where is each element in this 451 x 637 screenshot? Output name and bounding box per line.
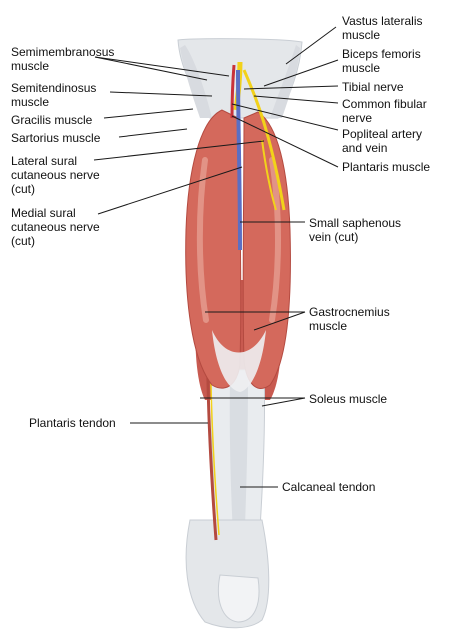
label-line: Calcaneal tendon: [282, 480, 376, 494]
label-line: (cut): [11, 182, 35, 196]
leader-biceps-femoris: [263, 59, 339, 87]
label-line: Medial sural: [11, 206, 76, 220]
label-vastus-lateralis: Vastus lateralis muscle: [342, 14, 422, 42]
label-line: muscle: [342, 28, 381, 42]
label-line: nerve: [342, 111, 373, 125]
label-biceps-femoris: Biceps femoris muscle: [342, 47, 421, 75]
leader-semitendinosus: [109, 91, 213, 97]
label-popliteal: Popliteal artery and vein: [342, 127, 422, 155]
label-tibial-nerve: Tibial nerve: [342, 80, 404, 94]
label-line: Common fibular: [342, 97, 427, 111]
label-plantaris-muscle: Plantaris muscle: [342, 160, 430, 174]
gastrocnemius-medial-head: [185, 109, 242, 389]
label-line: muscle: [11, 95, 50, 109]
biceps-femoris-shape: [270, 45, 300, 118]
label-line: muscle: [11, 59, 50, 73]
gastrocnemius-lateral-head: [242, 111, 291, 389]
leader-vastus-lateralis: [285, 26, 337, 65]
calcaneal-tendon-shade: [229, 380, 248, 555]
label-line: cutaneous nerve: [11, 168, 100, 182]
leader-semimembranosus-b: [94, 56, 230, 77]
label-line: Tibial nerve: [342, 80, 404, 94]
label-line: muscle: [342, 61, 381, 75]
lateral-sural-nerve-shape: [261, 139, 277, 211]
label-line: (cut): [11, 234, 35, 248]
leader-lateral-sural: [93, 140, 265, 161]
label-semitendinosus: Semitendinosus muscle: [11, 81, 96, 109]
gastrocnemius-highlight-right: [269, 157, 281, 323]
label-line: vein (cut): [309, 230, 359, 244]
leader-soleus-b: [261, 397, 306, 407]
label-lateral-sural: Lateral sural cutaneous nerve (cut): [11, 154, 100, 196]
label-line: Gracilis muscle: [11, 113, 93, 127]
popliteal-artery-shape: [230, 64, 236, 119]
leader-sartorius: [118, 128, 188, 138]
label-line: Sartorius muscle: [11, 131, 101, 145]
label-line: Soleus muscle: [309, 392, 388, 406]
label-line: Vastus lateralis: [342, 14, 423, 28]
label-line: Plantaris muscle: [342, 160, 431, 174]
label-common-fibular: Common fibular nerve: [342, 97, 427, 125]
label-calcaneal: Calcaneal tendon: [282, 480, 375, 494]
label-line: Semitendinosus: [11, 81, 97, 95]
common-fibular-nerve-shape: [242, 69, 286, 211]
small-saphenous-vein-shape: [236, 69, 242, 251]
label-line: Plantaris tendon: [29, 416, 116, 430]
label-line: Gastrocnemius: [309, 305, 390, 319]
label-gastrocnemius: Gastrocnemius muscle: [309, 305, 390, 333]
label-line: Popliteal artery: [342, 127, 423, 141]
label-line: cutaneous nerve: [11, 220, 100, 234]
label-line: muscle: [309, 319, 348, 333]
gastrocnemius-highlight-left: [196, 157, 209, 323]
leader-lines: [93, 26, 339, 488]
label-line: Biceps femoris: [342, 47, 421, 61]
label-line: Small saphenous: [309, 216, 402, 230]
label-gracilis: Gracilis muscle: [11, 113, 92, 127]
leader-gastrocnemius-b: [253, 311, 306, 331]
leader-medial-sural: [97, 166, 243, 215]
gastrocnemius-aponeurosis: [212, 330, 266, 392]
leader-gracilis: [103, 108, 194, 119]
label-plantaris-tendon: Plantaris tendon: [29, 416, 116, 430]
leader-semimembranosus-a: [94, 56, 208, 81]
label-line: Semimembranosus: [11, 45, 115, 59]
label-sartorius: Sartorius muscle: [11, 131, 100, 145]
label-line: Lateral sural: [11, 154, 78, 168]
label-medial-sural: Medial sural cutaneous nerve (cut): [11, 206, 100, 248]
label-semimembranosus: Semimembranosus muscle: [11, 45, 114, 73]
leader-popliteal: [231, 103, 339, 131]
label-soleus: Soleus muscle: [309, 392, 387, 406]
leader-common-fibular: [253, 95, 339, 104]
label-small-saphenous: Small saphenous vein (cut): [309, 216, 401, 244]
semimembranosus-shape: [180, 45, 212, 118]
leader-tibial-nerve: [243, 85, 339, 90]
heel-pad: [217, 574, 260, 623]
label-line: and vein: [342, 141, 388, 155]
leader-plantaris-muscle: [231, 115, 339, 168]
